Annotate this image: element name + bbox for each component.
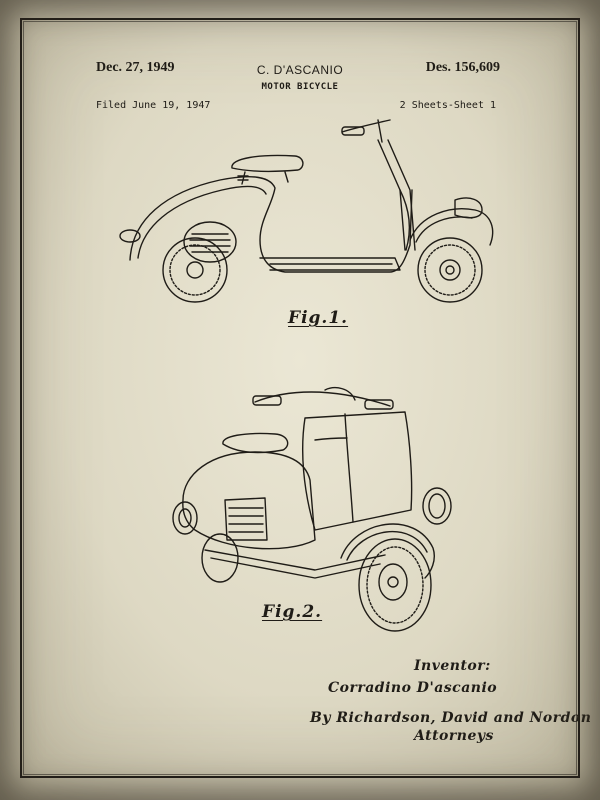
figure-2-label: Fig.2. <box>262 602 323 622</box>
filed-date: Filed June 19, 1947 <box>96 100 211 111</box>
outer-border <box>20 18 580 778</box>
scooter-perspective-drawing <box>165 380 455 640</box>
figure-1-label: Fig.1. <box>288 308 349 328</box>
inventor-label: Inventor: <box>414 658 491 674</box>
attorneys-label: Attorneys <box>414 728 494 744</box>
inventor-header: C. D'ASCANIO <box>256 63 344 77</box>
scooter-side-view-drawing <box>110 110 500 310</box>
patent-date: Dec. 27, 1949 <box>96 60 175 75</box>
inventor-signature: Corradino D'ascanio <box>328 680 498 696</box>
patent-number: Des. 156,609 <box>425 60 500 75</box>
patent-title: MOTOR BICYCLE <box>261 82 339 92</box>
inner-border <box>23 21 577 775</box>
sheet-count: 2 Sheets-Sheet 1 <box>399 100 496 111</box>
attorney-by-line: By Richardson, David and Nordon <box>310 710 592 726</box>
